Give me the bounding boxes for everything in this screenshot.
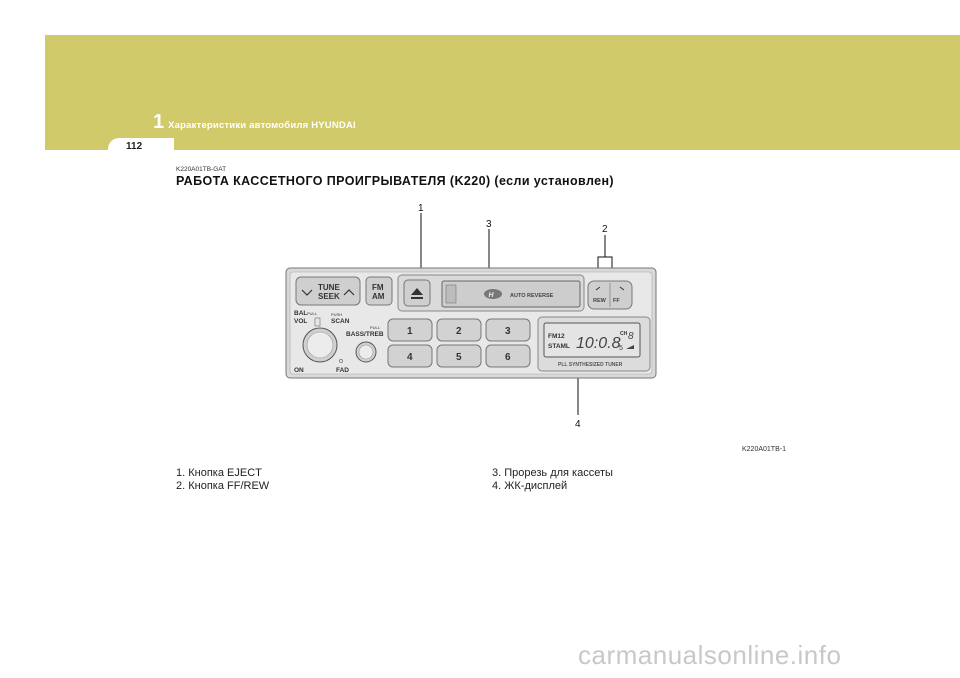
bal-label: BAL [294, 310, 307, 317]
legend-item-2: 2. Кнопка FF/REW [176, 480, 270, 492]
page-number: 112 [126, 141, 143, 152]
section-title: РАБОТА КАССЕТНОГО ПРОИГРЫВАТЕЛЯ (K220) (… [176, 174, 614, 188]
display-ch: CH [620, 331, 628, 337]
vol-indicator [314, 317, 321, 327]
am-label: AM [372, 292, 385, 301]
fm-am-button[interactable] [365, 276, 393, 306]
fm-label: FM [372, 283, 384, 292]
preset-button-1[interactable] [387, 318, 433, 342]
legend-item-1: 1. Кнопка EJECT [176, 467, 262, 479]
bass-treb-label: BASS/TREB [346, 331, 384, 338]
eject-icon-bar [411, 297, 423, 299]
preset-button-3[interactable] [485, 318, 531, 342]
display-digits: 10:0.8 [576, 335, 621, 352]
preset-label-6: 6 [505, 352, 511, 363]
callout-3: 3 [486, 219, 492, 230]
callout-1: 1 [418, 203, 424, 214]
legend-item-3: 3. Прорезь для кассеты [492, 467, 613, 479]
rew-label: REW [593, 298, 607, 304]
page-number-tab [108, 138, 174, 160]
section-code: K220A01TB-GAT [176, 166, 227, 173]
legend-right: 3. Прорезь для кассеты 4. ЖК-дисплей [492, 467, 613, 493]
preset-label-3: 3 [505, 326, 511, 337]
legend-item-4: 4. ЖК-дисплей [492, 480, 568, 492]
callout-2: 2 [602, 224, 608, 235]
callout-4: 4 [575, 419, 581, 430]
auto-reverse-label: AUTO REVERSE [510, 293, 554, 299]
header-band [45, 35, 960, 150]
fad-label: FAD [336, 367, 349, 374]
display-fm: FM12 [548, 333, 565, 340]
tune-seek-button[interactable] [295, 276, 361, 306]
legend-left: 1. Кнопка EJECT 2. Кнопка FF/REW [176, 467, 269, 493]
cassette-slot[interactable] [441, 280, 581, 308]
cassette-door-flap [445, 284, 457, 304]
chevron-down-icon [301, 289, 313, 296]
pull-label-vol: PULL [307, 311, 318, 316]
ff-label: FF [613, 298, 620, 304]
eject-icon [411, 288, 423, 295]
seek-label: SEEK [318, 292, 340, 301]
hyundai-logo-letter: H [489, 292, 495, 299]
scan-label: SCAN [331, 318, 350, 325]
ff-arrow-icon [619, 286, 625, 291]
chevron-up-icon [343, 289, 355, 296]
tuner-label: PLL SYNTHESIZED TUNER [558, 362, 623, 368]
radio-illustration: 1 3 2 4 TUNE SEEK FM AM H AUTO REVERSE R… [285, 203, 657, 430]
lcd-display [543, 322, 641, 358]
figure-code: K220A01TB-1 [742, 446, 786, 453]
push-label: PUSH [331, 312, 342, 317]
chapter-header: 1 Характеристики автомобиля HYUNDAI [153, 112, 356, 132]
watermark: carmanualsonline.info [578, 640, 842, 670]
bass-treb-knob-face [358, 344, 374, 360]
fad-indicator-icon [339, 359, 343, 363]
preset-label-1: 1 [407, 326, 413, 337]
preset-label-4: 4 [407, 352, 413, 363]
pull-label-bass: PULL [370, 325, 381, 330]
preset-button-2[interactable] [436, 318, 482, 342]
preset-button-4[interactable] [387, 344, 433, 368]
display-5: 5 [619, 345, 623, 352]
display-st: STAML [548, 343, 570, 350]
chapter-number: 1 [153, 111, 165, 133]
hyundai-logo-icon [484, 289, 502, 299]
preset-label-2: 2 [456, 326, 462, 337]
signal-strength-icon [626, 345, 634, 349]
vol-label: VOL [294, 318, 307, 325]
volume-knob-face [306, 331, 334, 359]
on-label: ON [294, 367, 304, 374]
tune-label: TUNE [318, 283, 340, 292]
preset-button-5[interactable] [436, 344, 482, 368]
radio-figure: 1 3 2 4 TUNE SEEK FM AM H AUTO REVERSE R… [280, 195, 660, 435]
chapter-title: Характеристики автомобиля HYUNDAI [168, 120, 356, 131]
preset-button-6[interactable] [485, 344, 531, 368]
rew-arrow-icon [595, 286, 601, 291]
preset-label-5: 5 [456, 352, 462, 363]
display-ch-number: 8 [628, 331, 634, 342]
